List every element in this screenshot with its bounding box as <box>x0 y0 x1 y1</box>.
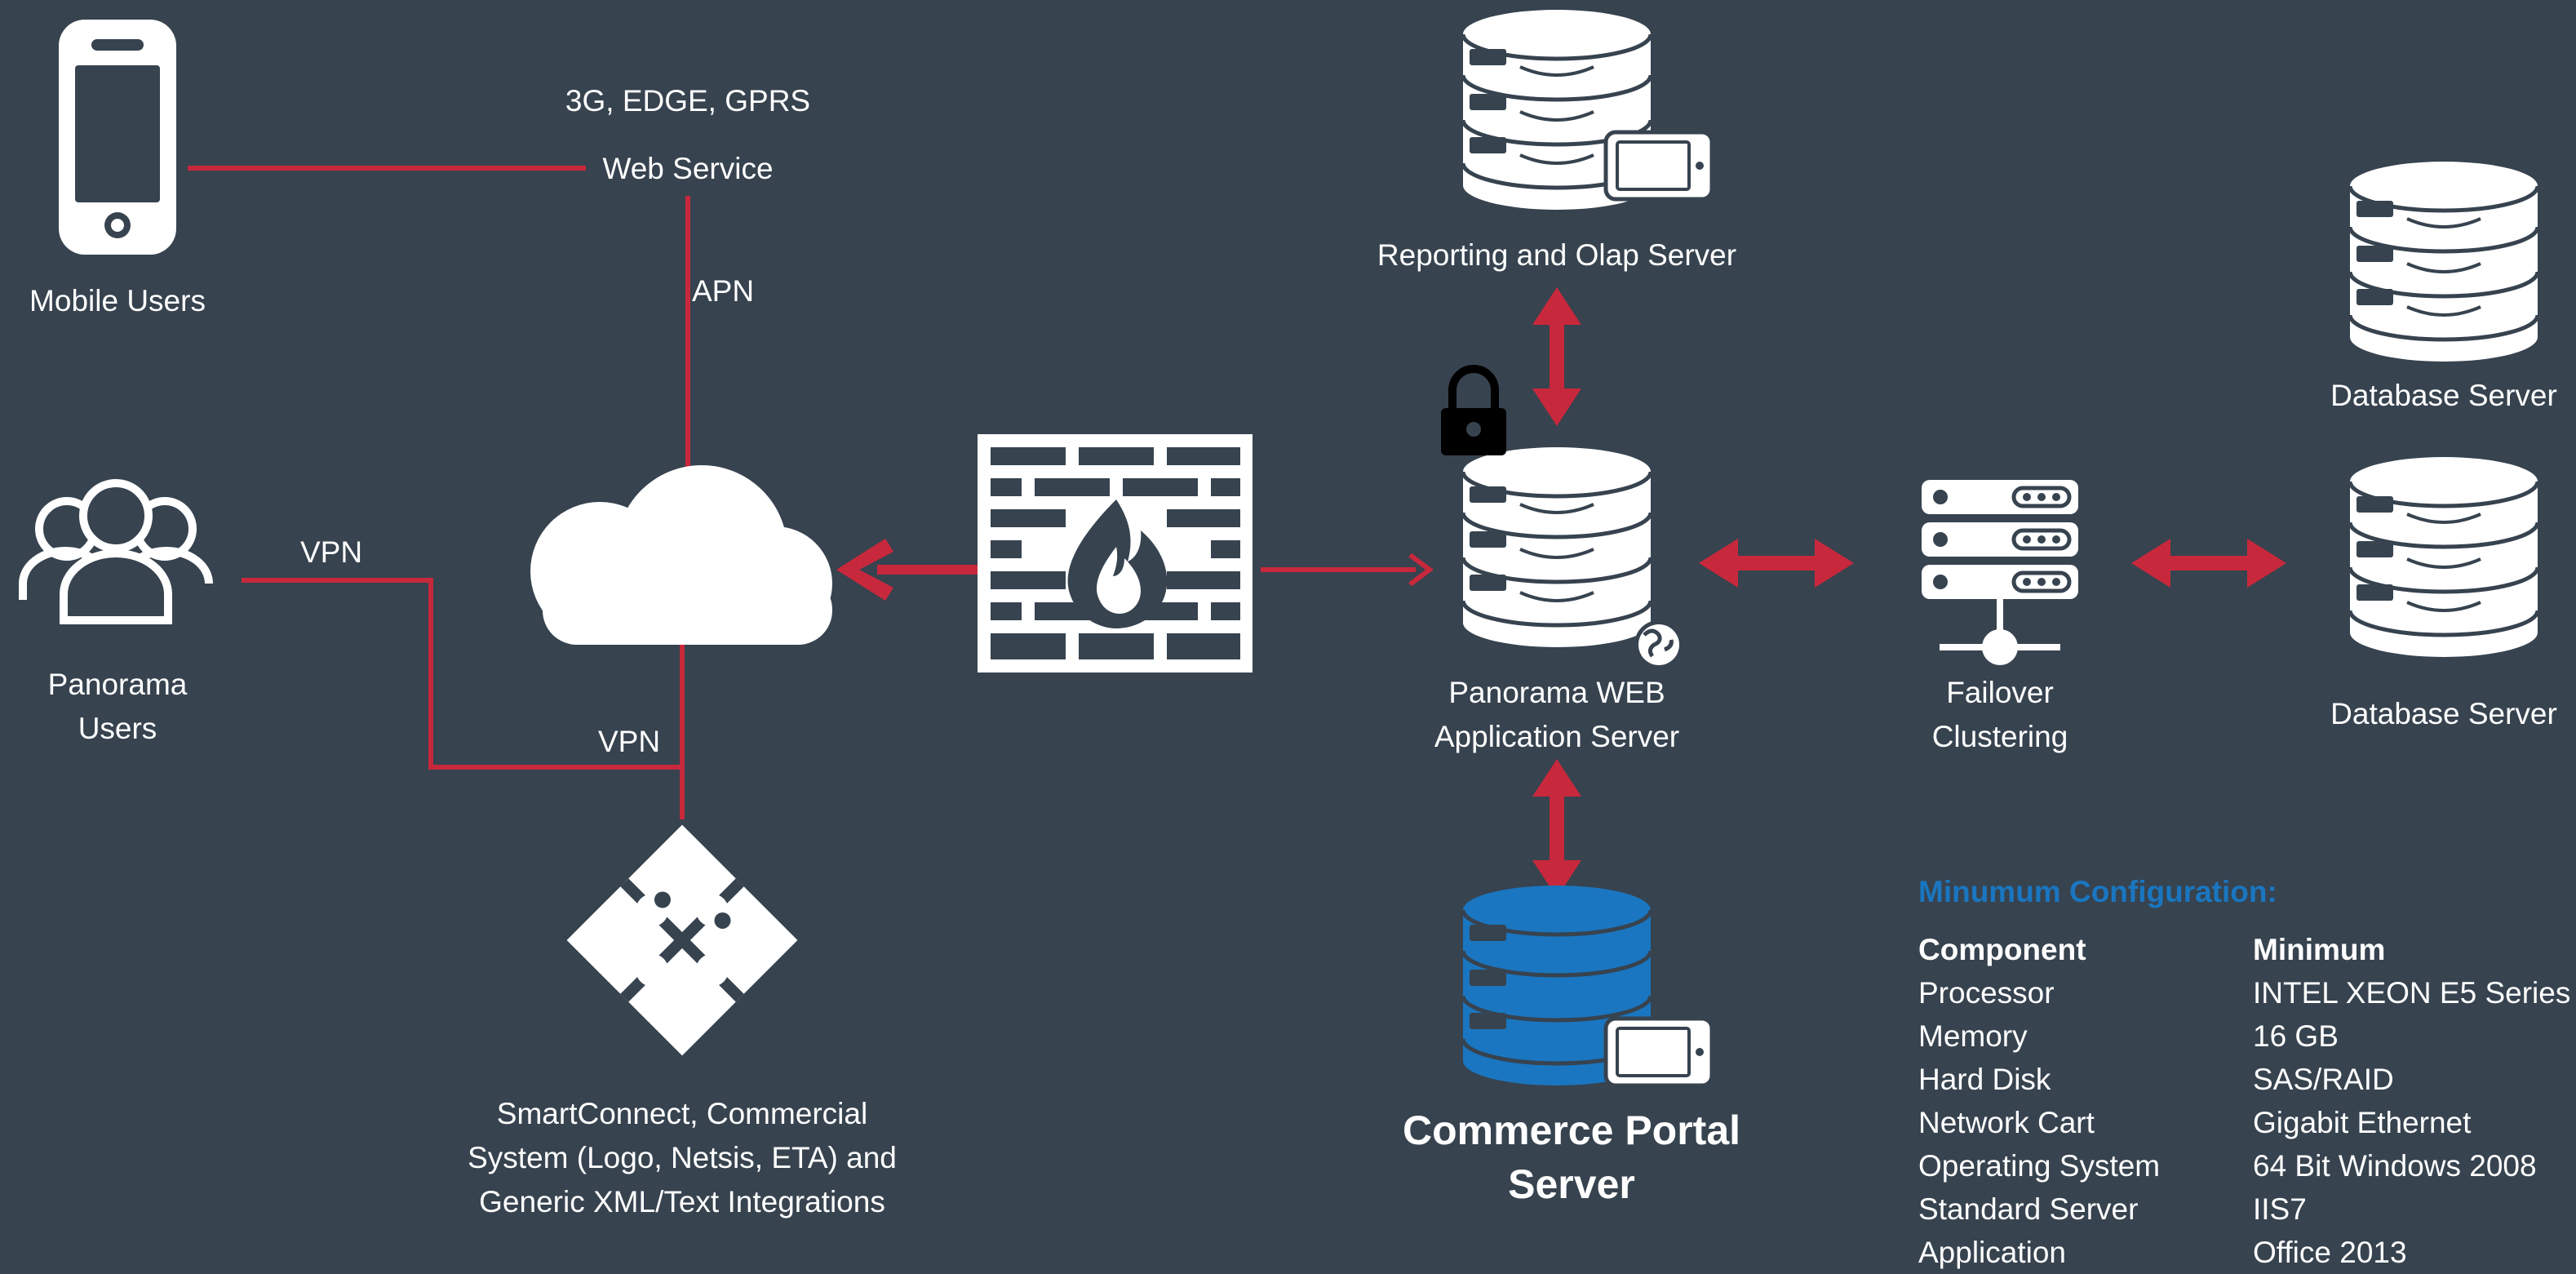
web-app-server-icon <box>1441 365 1683 669</box>
table-row: Hard Disk SAS/RAID <box>1918 1058 2570 1101</box>
tablet-icon <box>1606 1019 1712 1085</box>
header-minimum: Minimum <box>2253 933 2386 966</box>
panorama-users-label-1: Panorama <box>47 668 188 701</box>
reporting-server-label: Reporting and Olap Server <box>1377 238 1737 272</box>
table-row: Application Office 2013 <box>1918 1231 2570 1274</box>
webapp-failover-arrow <box>1699 539 1854 588</box>
minimum-cell: 16 GB <box>2253 1019 2339 1053</box>
table-row: Processor INTEL XEON E5 Series <box>1918 971 2570 1014</box>
minimum-cell: Office 2013 <box>2253 1236 2407 1269</box>
failover-label-1: Failover <box>1946 676 2054 709</box>
globe-icon <box>1634 620 1683 669</box>
minimum-cell: INTEL XEON E5 Series <box>2253 976 2571 1010</box>
web-app-label-1: Panorama WEB <box>1448 676 1665 709</box>
puzzle-icon <box>566 824 798 1056</box>
integrations-label-1: SmartConnect, Commercial <box>496 1097 868 1130</box>
firewall-icon <box>978 434 1253 673</box>
commerce-server-icon <box>1461 886 1712 1085</box>
table-row: Memory 16 GB <box>1918 1014 2570 1058</box>
server-rack-icon <box>1922 480 2078 665</box>
firewall-webapp-arrowhead <box>1408 553 1434 587</box>
table-row: Standard Server IIS7 <box>1918 1187 2570 1231</box>
component-cell: Network Cart <box>1918 1106 2095 1139</box>
minimum-cell: SAS/RAID <box>2253 1063 2394 1096</box>
minimum-cell: Gigabit Ethernet <box>2253 1106 2472 1139</box>
database-icon <box>2350 457 2538 657</box>
network-types-label: 3G, EDGE, GPRS <box>565 84 811 118</box>
connectors <box>188 166 1434 819</box>
lock-icon <box>1441 365 1506 455</box>
component-cell: Memory <box>1918 1019 2028 1053</box>
vpn-integration-label: VPN <box>598 725 661 758</box>
reporting-server-icon <box>1463 10 1712 210</box>
integrations-label-3: Generic XML/Text Integrations <box>479 1185 885 1219</box>
cloud-icon <box>530 465 832 645</box>
mobile-users-label: Mobile Users <box>29 284 206 317</box>
component-cell: Standard Server <box>1918 1192 2139 1226</box>
vpn-users-label: VPN <box>300 535 363 569</box>
smartphone-icon <box>59 20 176 255</box>
component-cell: Operating System <box>1918 1149 2161 1183</box>
database-icon <box>1463 447 1651 647</box>
configuration-table: Minumum Configuration: Component Minimum… <box>1918 870 2570 1274</box>
header-component: Component <box>1918 933 2086 966</box>
configuration-title: Minumum Configuration: <box>1918 875 2277 908</box>
vpn-users-line <box>242 578 682 770</box>
commerce-server-label-2: Server <box>1508 1161 1635 1207</box>
component-cell: Application <box>1918 1236 2067 1269</box>
database-server-label-1: Database Server <box>2330 379 2557 412</box>
failover-label-2: Clustering <box>1931 720 2068 753</box>
failover-database-arrow <box>2131 539 2286 588</box>
apn-label: APN <box>692 274 755 308</box>
minimum-cell: 64 Bit Windows 2008 <box>2253 1149 2537 1183</box>
webapp-commerce-arrow <box>1532 759 1581 898</box>
database-icon <box>2350 162 2538 362</box>
users-group-icon <box>19 479 213 624</box>
panorama-users-label-2: Users <box>78 712 157 745</box>
table-row: Operating System 64 Bit Windows 2008 <box>1918 1144 2570 1187</box>
minimum-cell: IIS7 <box>2253 1192 2307 1226</box>
web-app-label-2: Application Server <box>1434 720 1680 753</box>
cloud-arrow <box>836 539 979 601</box>
commerce-server-label-1: Commerce Portal <box>1402 1108 1741 1153</box>
configuration-header-row: Component Minimum <box>1918 928 2570 971</box>
component-cell: Hard Disk <box>1918 1063 2051 1096</box>
integrations-label-2: System (Logo, Netsis, ETA) and <box>468 1141 897 1174</box>
web-service-label: Web Service <box>602 152 774 185</box>
reporting-webapp-arrow <box>1532 287 1581 426</box>
table-row: Network Cart Gigabit Ethernet <box>1918 1101 2570 1144</box>
database-server-label-2: Database Server <box>2330 697 2557 730</box>
tablet-icon <box>1606 132 1712 199</box>
component-cell: Processor <box>1918 976 2055 1010</box>
